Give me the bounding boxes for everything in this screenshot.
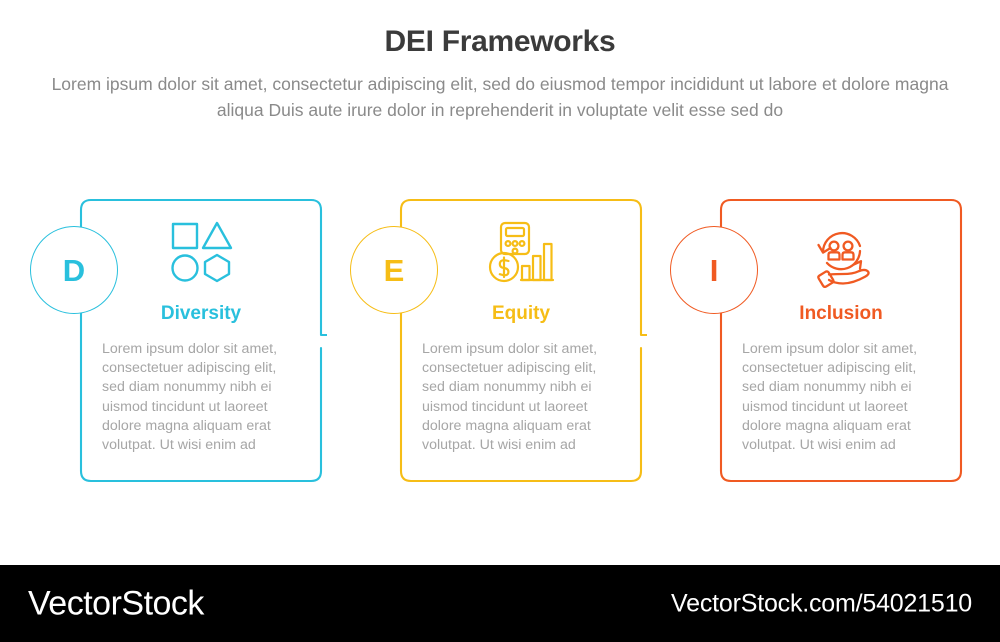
card-equity[interactable]: E (350, 198, 647, 483)
calculator-chart-dollar-icon (485, 216, 557, 288)
cards-container: D Diversity Lorem ipsum dolor sit amet, … (0, 190, 1000, 490)
card-body-equity: Lorem ipsum dolor sit amet, consectetuer… (422, 341, 598, 454)
header: DEI Frameworks Lorem ipsum dolor sit ame… (0, 0, 1000, 123)
badge-circle-equity: E (350, 226, 438, 314)
card-body-inclusion: Lorem ipsum dolor sit amet, consectetuer… (742, 341, 918, 454)
badge-letter: E (383, 252, 405, 288)
badge-letter: D (62, 252, 86, 288)
vectorstock-logo: VectorStock (28, 584, 204, 622)
vectorstock-url: VectorStock.com/54021510 (671, 589, 972, 617)
people-cycle-hand-icon (805, 216, 877, 288)
badge-circle-diversity: D (30, 226, 118, 314)
card-frame-equity (399, 198, 647, 483)
page-subtitle: Lorem ipsum dolor sit amet, consectetur … (51, 74, 949, 120)
card-heading-inclusion: Inclusion (799, 303, 883, 324)
card-frame-inclusion (719, 198, 963, 483)
card-inclusion[interactable]: I I (670, 198, 967, 483)
badge-circle-inclusion: I (670, 226, 758, 314)
card-body-diversity: Lorem ipsum dolor sit amet, consectetuer… (102, 341, 278, 454)
shapes-icon (165, 216, 237, 288)
card-heading-equity: Equity (491, 303, 551, 324)
footer-bar: VectorStock VectorStock.com/54021510 (0, 565, 1000, 642)
card-diversity[interactable]: D Diversity Lorem ipsum dolor sit amet, … (30, 198, 327, 483)
page-title: DEI Frameworks (384, 25, 616, 58)
badge-letter: I (709, 252, 719, 288)
card-heading-diversity: Diversity (160, 303, 242, 324)
card-frame-diversity (79, 198, 327, 483)
